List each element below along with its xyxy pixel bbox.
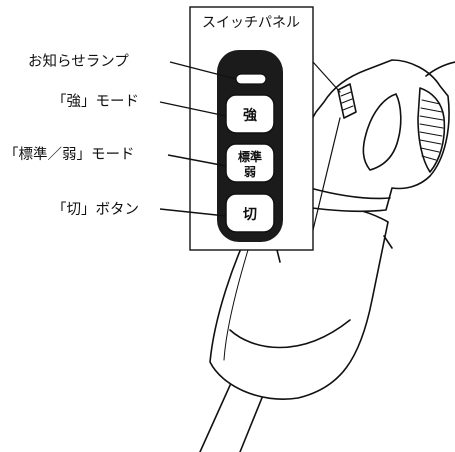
standard-weak-button[interactable] [225,143,275,183]
lamp-leader [169,61,237,80]
panel-title: スイッチパネル [202,15,300,31]
vacuum-illustration [199,59,455,452]
strong-button-label: 強 [243,107,257,124]
device-switch-marks [340,91,354,111]
standard-button-label-line1: 標準 [238,149,262,164]
vent-slats [419,99,444,161]
cuff-highlight [223,249,249,361]
label-leaders [159,61,237,217]
body-seam [309,187,391,200]
off-button-leader [159,208,227,217]
notification-lamp [235,73,267,85]
off-button[interactable] [225,193,275,233]
off-button-label: 切 [243,207,257,223]
strong-button[interactable] [225,94,275,134]
standard-mode-leader [167,154,227,167]
standard-button-label-line2: 弱 [244,164,256,179]
off-button-caption: 「切」ボタン [52,201,139,218]
standard-weak-mode-label: 「標準／弱」モード [4,146,135,163]
handle-opening [362,93,402,171]
strong-mode-leader [159,101,227,117]
callout-leader [312,61,341,231]
strong-mode-label: 「強」モード [52,93,139,110]
switch-panel-callout [189,6,314,251]
power-cord [425,61,455,77]
cuff-ridge-line [229,319,351,349]
lamp-label: お知らせランプ [28,53,129,70]
